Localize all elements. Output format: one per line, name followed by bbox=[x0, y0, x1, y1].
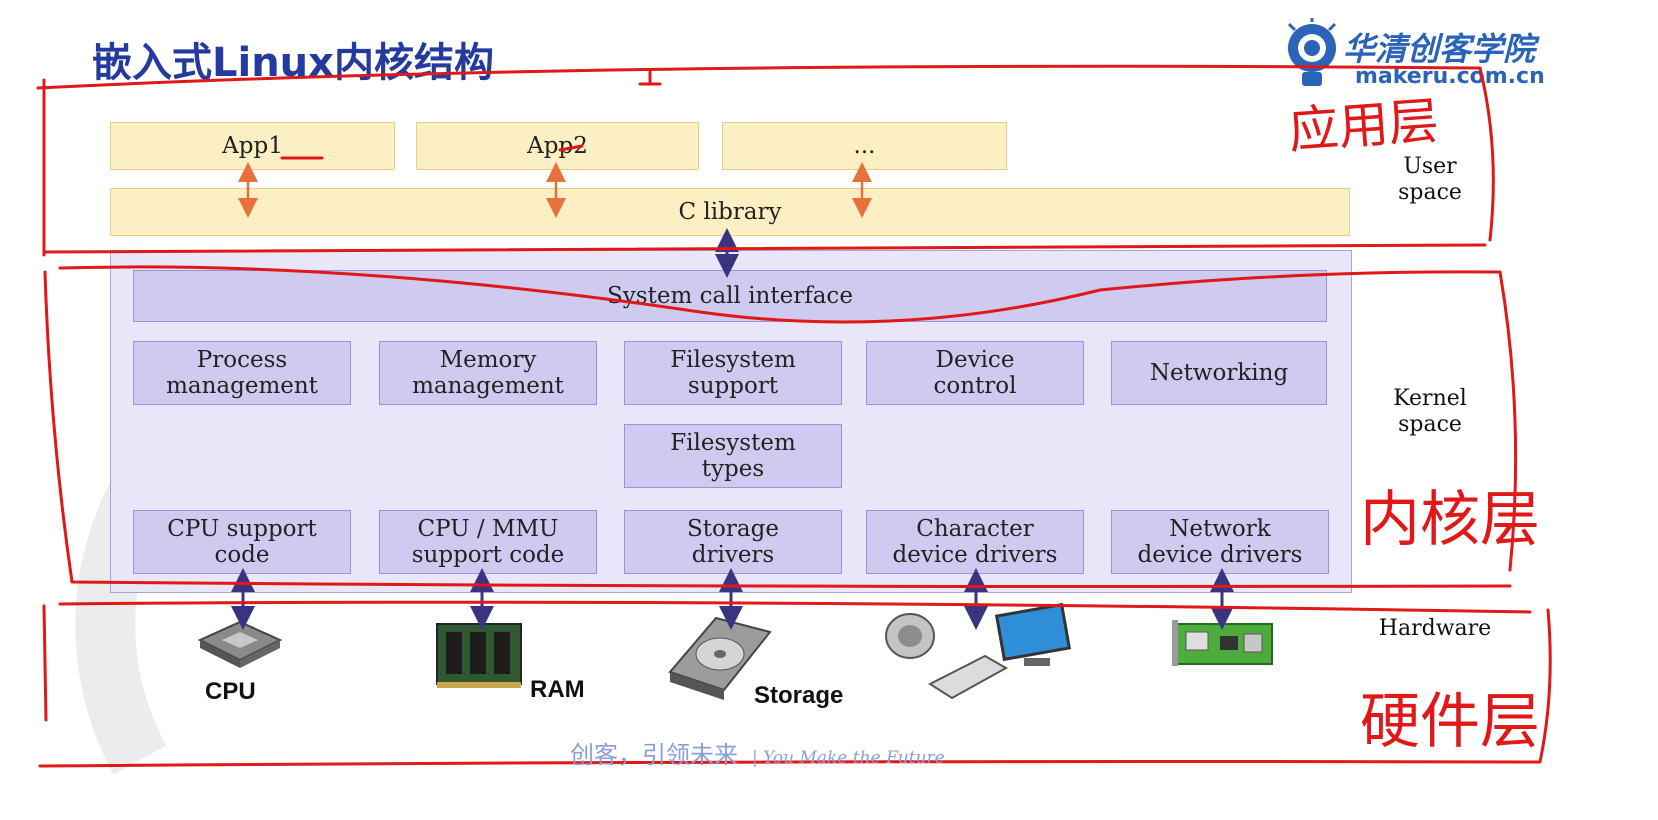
filesystem-types-box: Filesystem types bbox=[624, 424, 842, 488]
device-control-box: Device control bbox=[866, 341, 1084, 405]
logo: 华清创客学院 makeru.com.cn bbox=[1283, 18, 1613, 98]
cpu-mmu-support-code-box: CPU / MMU support code bbox=[379, 510, 597, 574]
hardware-bottom-stroke bbox=[38, 608, 1552, 768]
hardware-label: Hardware bbox=[1378, 616, 1492, 641]
storage-label: Storage bbox=[754, 682, 844, 709]
network-card-icon bbox=[1172, 620, 1273, 666]
kernel-space-stroke bbox=[58, 265, 1518, 572]
ram-module-icon bbox=[436, 623, 522, 688]
kernel-space-label: Kernel space bbox=[1393, 386, 1467, 437]
handwritten-app-layer: 应用层 bbox=[1287, 92, 1441, 160]
slogan-en: | You Make the Future bbox=[752, 748, 945, 768]
cpu-label: CPU bbox=[205, 678, 256, 705]
networking-box: Networking bbox=[1111, 341, 1327, 405]
handwritten-hardware-layer: 硬件层 bbox=[1360, 687, 1540, 757]
ram-label: RAM bbox=[530, 676, 585, 703]
handwritten-kernel-layer: 内核层 bbox=[1360, 485, 1540, 555]
logo-text: 华清创客学院 bbox=[1343, 30, 1536, 68]
slogan-cn: 创客，引领未来 bbox=[570, 741, 738, 769]
user-space-bottom-stroke bbox=[43, 243, 1487, 254]
hard-disk-icon bbox=[668, 616, 772, 700]
character-device-drivers-box: Character device drivers bbox=[866, 510, 1084, 574]
filesystem-support-box: Filesystem support bbox=[624, 341, 842, 405]
memory-management-box: Memory management bbox=[379, 341, 597, 405]
cpu-support-code-box: CPU support code bbox=[133, 510, 351, 574]
hardware-top-stroke bbox=[58, 600, 1532, 614]
storage-drivers-box: Storage drivers bbox=[624, 510, 842, 574]
lightbulb-logo-icon bbox=[1287, 18, 1337, 86]
cpu-chip-icon bbox=[197, 620, 283, 668]
process-management-box: Process management bbox=[133, 341, 351, 405]
peripherals-icon bbox=[885, 602, 1072, 700]
network-device-drivers-box: Network device drivers bbox=[1111, 510, 1329, 574]
footer-slogan: 创客，引领未来 | You Make the Future bbox=[570, 735, 945, 770]
user-space-label: User space bbox=[1398, 154, 1462, 205]
user-space-top-stroke bbox=[36, 64, 1482, 90]
